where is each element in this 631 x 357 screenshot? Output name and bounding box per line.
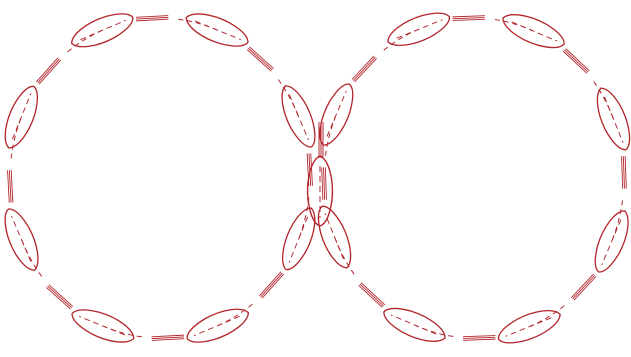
- right-ring-connector: [594, 82, 613, 118]
- right-ring-connector: [415, 325, 453, 336]
- left-ring-connector: [219, 304, 253, 325]
- right-ring-stem: [622, 156, 627, 189]
- left-ring-stem: [46, 285, 72, 309]
- right-ring-connector: [530, 306, 564, 327]
- left-ring-pod: [0, 82, 45, 153]
- left-ring: [0, 6, 322, 349]
- right-ring-pod: [588, 206, 631, 276]
- right-ring-pod: [379, 301, 449, 349]
- right-ring-pod: [494, 303, 565, 350]
- left-ring-stem: [247, 47, 273, 71]
- right-ring-connector: [335, 238, 354, 274]
- right-ring-connector: [384, 30, 418, 51]
- right-ring-stem: [571, 274, 596, 300]
- left-ring-connector: [104, 326, 142, 336]
- left-ring-connector: [278, 79, 298, 115]
- left-ring-pod: [275, 204, 322, 275]
- left-ring-pod: [183, 302, 253, 350]
- left-ring-connector: [178, 19, 216, 29]
- right-ring-stem: [463, 336, 496, 341]
- left-ring-connector: [22, 241, 42, 277]
- right-ring-pod: [383, 6, 454, 53]
- left-ring-pod: [0, 204, 45, 274]
- right-ring-connector: [495, 20, 533, 31]
- center-stem: [319, 122, 323, 158]
- right-ring-stem: [322, 167, 327, 200]
- left-ring-stem: [8, 170, 13, 203]
- right-ring: [311, 6, 631, 350]
- right-ring-pod: [312, 79, 360, 149]
- right-ring-stem: [453, 16, 486, 21]
- left-ring-stem: [136, 16, 169, 21]
- left-ring-stem: [152, 335, 185, 340]
- right-ring-stem: [563, 49, 589, 74]
- left-ring-pod: [67, 6, 137, 54]
- left-ring-pod: [182, 7, 253, 54]
- right-ring-pod: [590, 84, 631, 155]
- right-ring-stem: [359, 283, 385, 308]
- center-pod: [308, 156, 333, 226]
- right-ring-pod: [498, 7, 568, 55]
- left-ring-pod: [68, 303, 139, 350]
- right-ring-pod: [311, 202, 358, 273]
- left-ring-stem: [36, 58, 60, 84]
- left-ring-pod: [275, 81, 323, 151]
- left-ring-connector: [68, 31, 102, 52]
- left-ring-stem: [259, 272, 283, 298]
- right-ring-stem: [352, 56, 377, 82]
